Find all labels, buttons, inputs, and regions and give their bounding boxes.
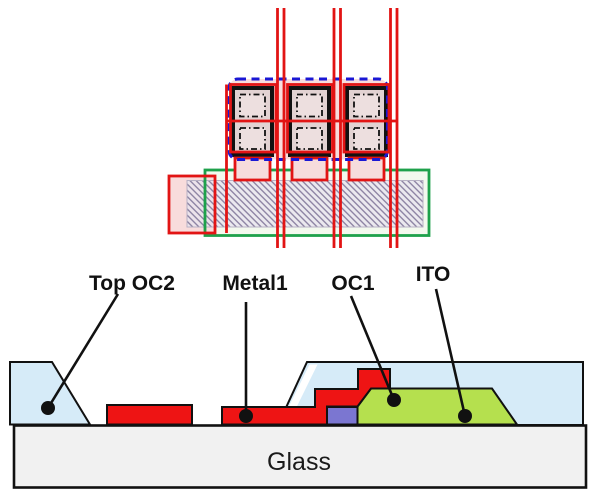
- opening-hatch-region: [186, 180, 424, 228]
- oc1-layer: [356, 387, 519, 426]
- annotations: [41, 288, 472, 423]
- contact-pad-fill: [292, 158, 327, 180]
- label-glass: Glass: [267, 448, 331, 476]
- top-oc2-layer-left: [9, 361, 92, 426]
- leader-oc1: [349, 295, 396, 401]
- dot-metal1: [239, 409, 253, 423]
- dot-oc1: [387, 393, 401, 407]
- label-ito: ITO: [416, 263, 451, 286]
- leader-top-oc2: [46, 293, 120, 409]
- contact-square: [296, 93, 323, 118]
- data-line-pair-2: [332, 8, 342, 248]
- layout-view: [167, 8, 431, 248]
- contact-square: [239, 127, 266, 150]
- pixel-outline-dashed: [227, 77, 389, 161]
- contact-pad-fill: [235, 158, 270, 180]
- data-line-pair-1: [276, 8, 286, 248]
- data-line-pair-3: [389, 8, 399, 248]
- cross-section-view: Top OC2 Metal1 OC1 ITO Glass: [9, 263, 588, 489]
- contact-square: [296, 127, 323, 150]
- contact-square: [239, 93, 266, 118]
- dot-top-oc2: [41, 401, 55, 415]
- metal1-left-electrode: [106, 404, 193, 426]
- contact-square: [353, 127, 380, 150]
- contact-square: [353, 93, 380, 118]
- metal1-wiring: [225, 8, 399, 248]
- contact-pads: [233, 156, 386, 182]
- leader-ito: [434, 288, 467, 417]
- via-ring-2: [286, 83, 334, 154]
- label-metal1: Metal1: [222, 272, 288, 295]
- label-oc1: OC1: [331, 272, 375, 295]
- metal1-staircase: [221, 368, 391, 426]
- via-ring-3: [342, 83, 391, 154]
- via-ring-1: [229, 83, 278, 154]
- label-top-oc2: Top OC2: [89, 272, 175, 295]
- dot-ito: [458, 409, 472, 423]
- contact-pad-fill: [349, 158, 384, 180]
- left-pad-outline: [167, 174, 217, 235]
- glass-substrate: [12, 424, 588, 489]
